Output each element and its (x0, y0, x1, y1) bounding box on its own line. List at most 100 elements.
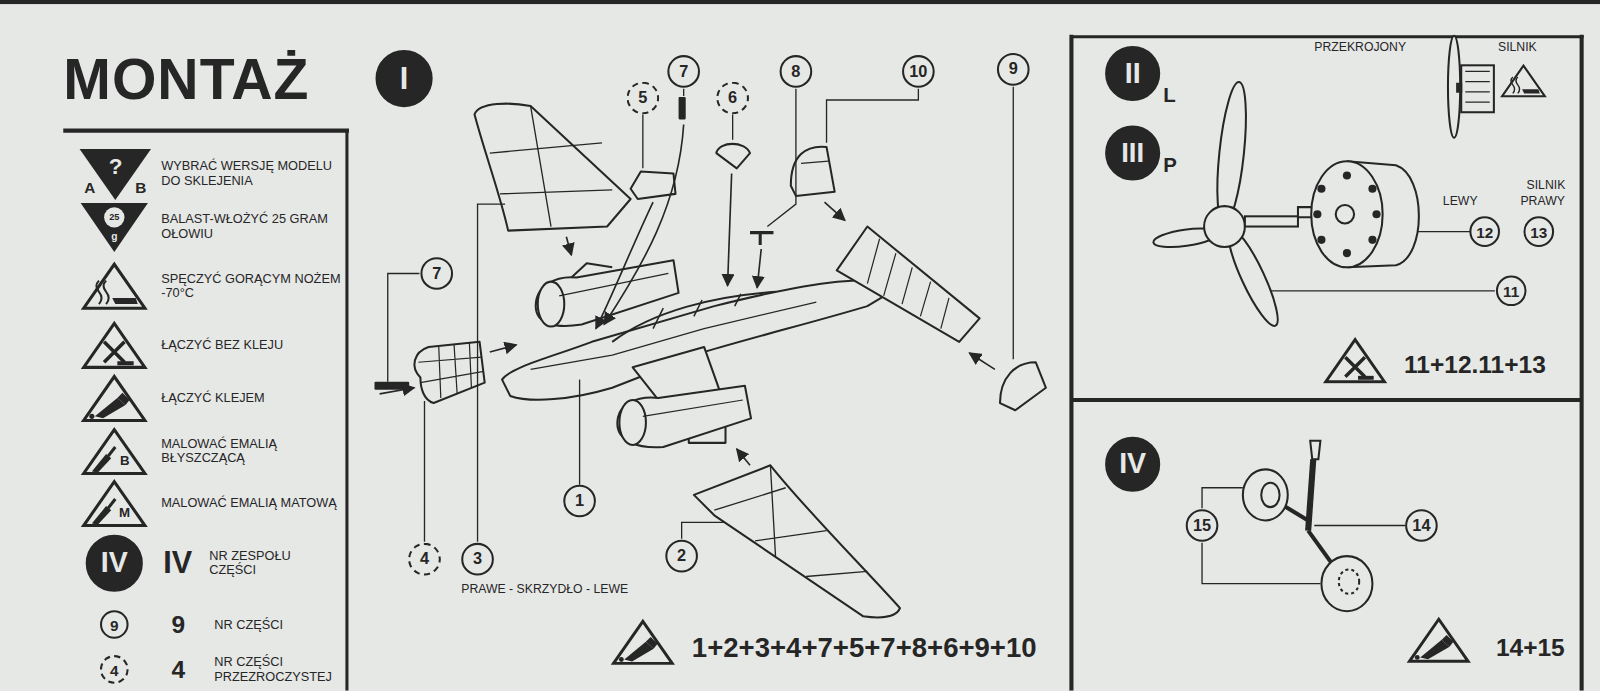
landing-gear-part (1278, 502, 1335, 567)
legend-symbols-part (81, 203, 148, 252)
engine-drawing-part-part (1317, 185, 1325, 193)
engine-drawing-part (1204, 206, 1245, 247)
legend-text: NR CZĘŚCI (214, 617, 283, 631)
clear-part-callout: 4 (408, 543, 441, 576)
aircraft-fuselage-part (571, 263, 612, 277)
engine-symbols-part (1502, 66, 1545, 97)
label-text: B (120, 453, 130, 468)
engine-drawing-part (1245, 216, 1298, 226)
leader-lines-part (1314, 525, 1405, 526)
label: g (111, 231, 117, 243)
engine-drawing-part (1465, 71, 1489, 102)
group-number-circle: I (376, 50, 433, 107)
leader-lines-part (827, 89, 919, 143)
part-callout: 13 (1523, 216, 1554, 247)
leader-lines-part (1202, 488, 1243, 508)
part-callout: 8 (780, 55, 813, 88)
part-callout: 2 (665, 540, 698, 573)
glue-symbols-part (614, 621, 673, 663)
legend-symbols-part (84, 377, 145, 421)
landing-gear-part (1308, 459, 1313, 530)
label-text: 25 (109, 212, 119, 222)
legend-symbols-part (80, 149, 151, 200)
leader-lines-part (424, 401, 425, 542)
callout-number: 3 (473, 551, 482, 567)
assembly-arrows-part (604, 124, 684, 324)
engine-drawing-part-part (1368, 236, 1376, 244)
legend-entry: MALOWAĆ EMALIĄ BŁYSZCZĄCĄ (161, 437, 341, 466)
legend-entry: NR CZĘŚCI PRZEZROCZYSTEJ (214, 655, 341, 684)
legend-entry: MALOWAĆ EMALIĄ MATOWĄ (161, 496, 341, 510)
label-text: 4 (171, 655, 185, 683)
aircraft-parts-part (414, 342, 484, 403)
label: P (1163, 154, 1177, 177)
aircraft-parts-part (716, 144, 750, 168)
engine-drawing-part-part (1317, 236, 1325, 244)
legend-text: WYBRAĆ WERSJĘ MODELU DO SKLEJENIA (161, 159, 332, 188)
callout-number: 5 (638, 90, 647, 106)
label-text: PRAWY (1520, 194, 1564, 208)
aircraft-parts (376, 98, 1046, 617)
aircraft-fuselage-part (867, 239, 949, 329)
engine-drawing-part (1457, 84, 1461, 92)
group-number-circle: IV (86, 535, 143, 592)
engine-drawing-part (1336, 205, 1354, 223)
callout-number: 8 (791, 63, 800, 79)
title-text: MONTAŻ (63, 47, 309, 111)
legend-entry: SPĘCZYĆ GORĄCYM NOŻEM -70°C (161, 271, 341, 300)
callout-number: 15 (1193, 517, 1211, 533)
callout-number: 2 (677, 548, 686, 564)
aircraft-fuselage-part (617, 386, 751, 448)
legend-text: BALAST-WŁOŻYĆ 25 GRAM OŁOWIU (161, 212, 328, 241)
label-text: SILNIK (1498, 40, 1537, 54)
group-number-circle: III (1105, 126, 1160, 181)
callout-number: 1 (575, 493, 584, 509)
assembly-arrows-part (596, 202, 653, 329)
part-callout: 1 (563, 485, 596, 518)
legend-entry: BALAST-WŁOŻYĆ 25 GRAM OŁOWIU (161, 212, 341, 241)
aircraft-parts-part (1000, 362, 1046, 410)
aircraft-parts-part (750, 233, 773, 245)
aircraft-fuselage-part (837, 227, 980, 342)
label: 4 (171, 655, 185, 683)
label-text: PRAWE - SKRZYDŁO - LEWE (461, 582, 628, 596)
title: MONTAŻ (63, 47, 309, 113)
label: 14+15 (1496, 634, 1565, 662)
glue-symbols-part (1409, 619, 1468, 661)
label-text: PRZEKROJONY (1314, 40, 1406, 54)
engine-drawing-part-part (1343, 249, 1351, 257)
label: PRAWY (1520, 195, 1564, 209)
leader-lines-part (732, 114, 733, 140)
landing-gear-part (1243, 469, 1288, 520)
landing-gear-part (1261, 483, 1279, 507)
landing-gear-part (1339, 569, 1359, 593)
landing-gear-part (1321, 556, 1372, 611)
label-text: L (1163, 83, 1175, 105)
callout-number: IV (101, 549, 128, 578)
label-text: P (1163, 154, 1177, 176)
label: ? (109, 154, 123, 180)
aircraft-fuselage-part (559, 273, 668, 295)
legend-text: NR ZESPOŁU CZĘŚCI (209, 549, 291, 578)
aircraft-parts-part (376, 383, 409, 389)
assembly-arrows-part (757, 249, 761, 288)
aircraft-parts-part (631, 171, 676, 199)
part-callout: 7 (667, 55, 700, 88)
leader-lines-part (1202, 543, 1320, 584)
aircraft-fuselage-part (619, 400, 646, 445)
aircraft-fuselage-part (536, 260, 679, 326)
label-text: A (84, 178, 95, 195)
frame-lines-part (63, 129, 349, 133)
label: 25 (109, 212, 119, 223)
label: IV (163, 545, 192, 580)
frame-lines-part (0, 0, 1600, 4)
legend-text: MALOWAĆ EMALIĄ BŁYSZCZĄCĄ (161, 437, 277, 466)
part-callout: 10 (902, 55, 935, 88)
label: LEWY (1443, 195, 1478, 209)
frame-lines-part (1580, 35, 1584, 691)
callout-number: 11 (1503, 283, 1519, 298)
legend-entry: NR ZESPOŁU CZĘŚCI (209, 549, 340, 578)
clear-part-callout: 4 (100, 655, 129, 684)
